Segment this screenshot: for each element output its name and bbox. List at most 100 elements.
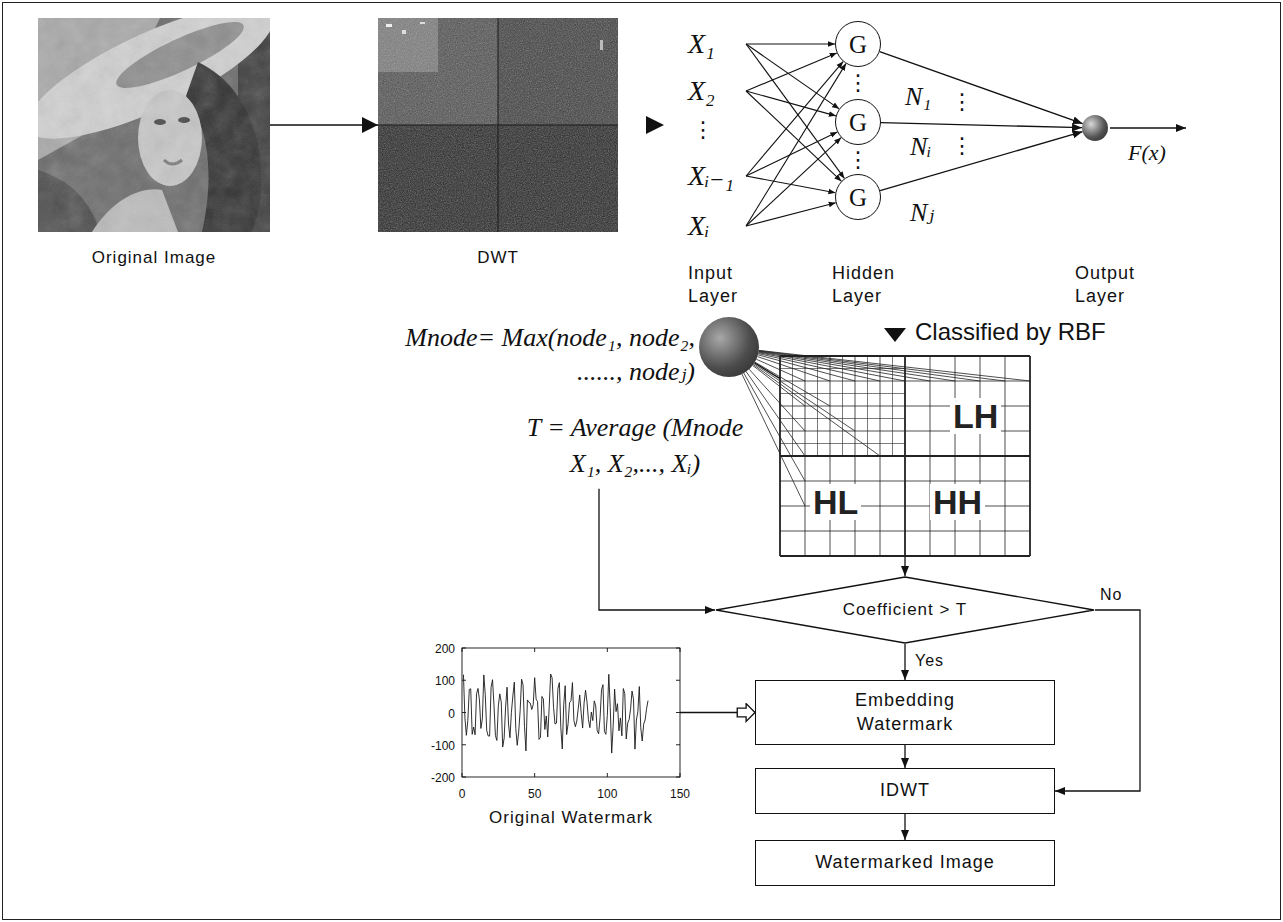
process-box: IDWT — [755, 768, 1055, 814]
input-symbol: Xᵢ₋₁ — [688, 160, 734, 192]
label-holder: ⋮ — [847, 149, 869, 171]
threshold-formula: T = Average (Mnode X₁, X₂,..., Xᵢ) — [515, 410, 755, 483]
tick-mark — [462, 648, 463, 652]
figure-area — [462, 648, 680, 777]
grid-line — [780, 443, 905, 444]
axis-tick: 100 — [435, 674, 455, 688]
axis-tick: 0 — [448, 707, 455, 721]
label-holder: N₁ — [905, 82, 931, 112]
tick-mark — [462, 712, 466, 713]
label-holder: Hidden Layer — [832, 262, 924, 307]
connectors — [270, 52, 1140, 840]
weight-line — [746, 203, 836, 226]
axis-tick: 100 — [597, 787, 617, 801]
label-holder: ⋮ — [847, 72, 869, 94]
connector — [880, 132, 1082, 191]
fan-line — [749, 369, 805, 431]
node-text: Mnode= Max(node₁, node₂, ......, nodeⱼ) — [385, 321, 695, 389]
text-holder: G — [849, 185, 867, 210]
process-box: Embedding Watermark — [755, 680, 1055, 745]
node-text: LH — [950, 398, 1001, 434]
node-text: Watermarked Image — [815, 851, 994, 874]
tick-mark — [462, 744, 466, 745]
drawn-layout — [462, 44, 1186, 777]
edge-label: N₁ — [905, 82, 931, 112]
weight-line — [746, 138, 841, 226]
text-holder: F(x) — [1128, 140, 1166, 166]
dwt-image — [402, 30, 406, 34]
node-text: HL — [810, 484, 861, 520]
step-note: Classified by RBF — [915, 318, 1106, 346]
tick-mark — [462, 777, 466, 778]
tick-mark — [534, 648, 535, 652]
label-holder: 0 — [448, 704, 455, 722]
process-box: Watermarked Image — [755, 840, 1055, 886]
lena-photo — [38, 18, 270, 232]
node-text: G — [849, 110, 867, 135]
node-text: G — [849, 185, 867, 210]
grid-line — [867, 356, 868, 456]
dwt-image — [386, 24, 392, 27]
label-holder: T = Average (Mnode X₁, X₂,..., Xᵢ) — [515, 410, 755, 483]
label-holder: -100 — [431, 736, 455, 754]
edge-label: No — [1100, 586, 1122, 604]
fan-line — [754, 364, 855, 431]
connector — [904, 556, 905, 576]
label-holder: Xᵢ₋₁ — [688, 160, 734, 192]
output-neuron: F(x) — [1082, 115, 1108, 141]
edge-label: Nⱼ — [910, 198, 934, 228]
edge-label: Yes — [915, 652, 944, 670]
hidden-neuron: G — [835, 21, 881, 67]
text-holder: G — [849, 110, 867, 135]
text-holder: HH — [930, 484, 985, 520]
connector — [904, 644, 905, 680]
arrow-head — [646, 116, 664, 134]
tick-mark — [680, 648, 681, 652]
fan-line — [759, 350, 1030, 381]
connector — [680, 712, 755, 713]
axis-tick: 150 — [670, 787, 690, 801]
node-text: Coefficient > T — [843, 600, 967, 620]
lena-photo — [38, 18, 270, 232]
fan-line — [755, 362, 830, 406]
label-holder: Input Layer — [688, 262, 780, 307]
fan-lines — [742, 350, 1030, 506]
label-holder: X₂ — [688, 75, 715, 107]
connector — [881, 123, 1082, 128]
node-text: G — [849, 32, 867, 57]
dwt-image — [378, 18, 618, 232]
caption: DWT — [477, 248, 519, 268]
label-holder: 200 — [435, 639, 455, 657]
dwt-image — [378, 18, 618, 232]
node-text: HH — [930, 484, 985, 520]
subband-grid-lines — [780, 356, 1030, 556]
axis-tick: 200 — [435, 642, 455, 656]
dwt-image — [378, 125, 618, 126]
ellipsis: ⋮ — [951, 91, 973, 113]
text-holder: Mnode= Max(node₁, node₂, ......, nodeⱼ) — [385, 321, 695, 389]
label-holder: ⋮ — [951, 91, 973, 113]
hidden-neuron: G — [835, 99, 881, 145]
subband-grid: LH HL HH — [780, 356, 1030, 556]
axis-tick: -200 — [431, 771, 455, 785]
layer-label: Input Layer — [688, 262, 780, 307]
ellipsis: ⋮ — [951, 135, 973, 157]
tick-mark — [462, 648, 466, 649]
decision-diamond: Coefficient > T — [715, 576, 1095, 644]
tick-mark — [534, 773, 535, 777]
connector — [904, 745, 905, 768]
weight-line — [746, 44, 839, 109]
tick-mark — [676, 777, 680, 778]
arrow-head — [884, 328, 906, 342]
neuron-sphere — [1082, 115, 1108, 141]
grid-line — [842, 356, 843, 456]
fan-line — [753, 365, 880, 456]
weight-line — [746, 44, 844, 178]
weight-line — [746, 64, 846, 226]
input-symbol: Xᵢ — [688, 210, 710, 242]
watermark-signal-plot — [462, 648, 680, 777]
label-holder: 100 — [435, 671, 455, 689]
label-holder: X₁ — [688, 28, 715, 60]
connector — [904, 814, 905, 840]
